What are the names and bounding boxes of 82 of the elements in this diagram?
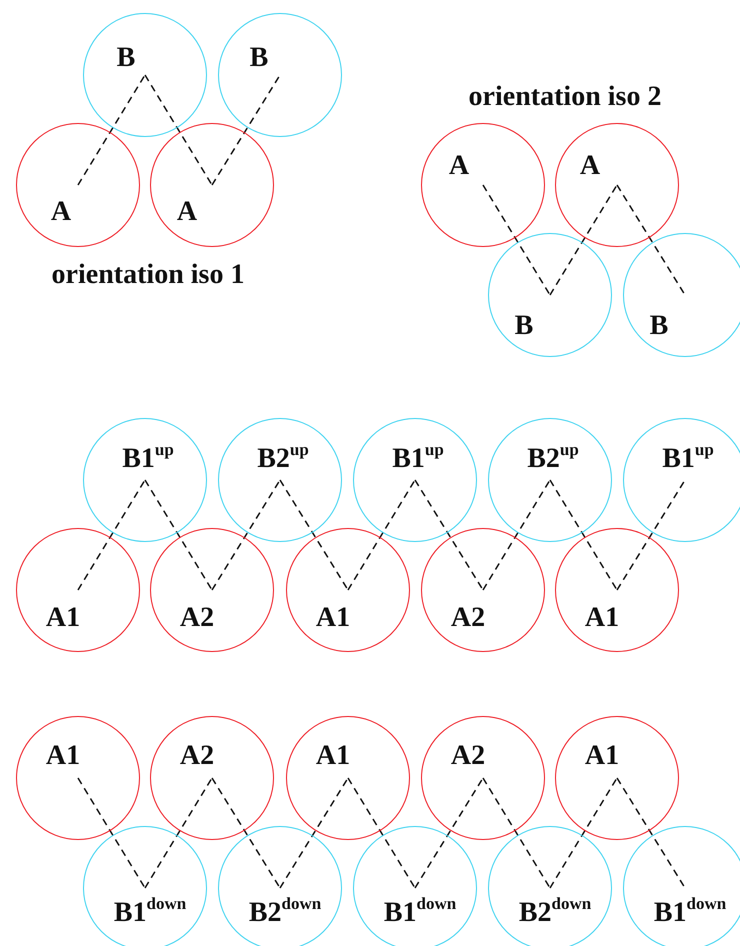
circle (353, 418, 477, 542)
circle (286, 716, 410, 840)
circle-label: A (176, 196, 198, 228)
circle-label: B (250, 42, 268, 74)
circle-label: B (116, 42, 136, 74)
orientation-caption: orientation iso 1 (52, 259, 244, 291)
circle (83, 826, 207, 946)
circle (488, 418, 612, 542)
dashed-connector (279, 480, 349, 590)
circle (16, 716, 140, 840)
circle (353, 826, 477, 946)
dashed-connector (414, 480, 484, 590)
circle-label: B2$^{up}$ (527, 443, 579, 475)
dashed-connector (482, 778, 551, 888)
circle (555, 528, 679, 652)
circle-label: A1 (46, 740, 80, 772)
dashed-connector (144, 74, 213, 186)
circle (421, 123, 545, 247)
circle-label: A1 (584, 740, 620, 772)
dashed-connector (347, 778, 416, 888)
circle-label: A1 (316, 740, 350, 772)
circle (218, 418, 342, 542)
circle (488, 826, 612, 946)
circle-label: B1$^{down}$ (654, 897, 726, 929)
circle (421, 528, 545, 652)
dashed-connector (77, 778, 146, 888)
dashed-connector (482, 184, 551, 296)
circle-label: B1$^{up}$ (392, 443, 444, 475)
circle (16, 123, 140, 247)
circle (286, 528, 410, 652)
circle-label: B1$^{up}$ (122, 443, 174, 475)
dashed-connector (616, 778, 686, 888)
dashed-connector (77, 480, 146, 590)
dashed-connector (211, 74, 281, 186)
circle-label: B1$^{down}$ (114, 897, 186, 929)
dashed-connector (211, 778, 281, 888)
circle-label: B2$^{down}$ (248, 897, 322, 929)
dashed-connector (347, 480, 416, 590)
circle-label: A (50, 196, 72, 228)
circle-label: B2$^{up}$ (257, 443, 309, 475)
circle (555, 716, 679, 840)
circle (488, 233, 612, 357)
circle (83, 418, 207, 542)
dashed-connector (211, 480, 281, 590)
circle-label: B2$^{down}$ (518, 897, 592, 929)
circle (555, 123, 679, 247)
circle-label: A (580, 150, 600, 182)
dashed-connector (144, 778, 213, 888)
circle (623, 233, 740, 357)
dashed-connector (549, 184, 618, 296)
circle-label: B (650, 310, 668, 342)
circle (83, 13, 207, 137)
dashed-connector (549, 778, 618, 888)
circle-label: A1 (316, 602, 350, 634)
dashed-connector (616, 184, 686, 296)
circle-label: B (514, 310, 534, 342)
circle-label: A1 (584, 602, 620, 634)
dashed-connector (77, 74, 146, 186)
dashed-connector (482, 480, 551, 590)
circle (623, 418, 740, 542)
dashed-connector (616, 480, 686, 590)
circle (16, 528, 140, 652)
circle-label: A2 (450, 740, 486, 772)
circle-label: A2 (180, 740, 214, 772)
circle-label: A (448, 150, 470, 182)
circle-label: A2 (450, 602, 486, 634)
circle-label: A2 (180, 602, 214, 634)
circle (218, 826, 342, 946)
dashed-connector (144, 480, 213, 590)
circle-label: B1$^{up}$ (662, 443, 714, 475)
circle (150, 123, 274, 247)
dashed-connector (279, 778, 349, 888)
circle-label: B1$^{down}$ (384, 897, 456, 929)
circle (218, 13, 342, 137)
circle (150, 716, 274, 840)
circle (421, 716, 545, 840)
dashed-connector (549, 480, 618, 590)
dashed-connector (414, 778, 484, 888)
circle (623, 826, 740, 946)
orientation-caption: orientation iso 2 (468, 81, 662, 113)
circle (150, 528, 274, 652)
circle-label: A1 (46, 602, 80, 634)
